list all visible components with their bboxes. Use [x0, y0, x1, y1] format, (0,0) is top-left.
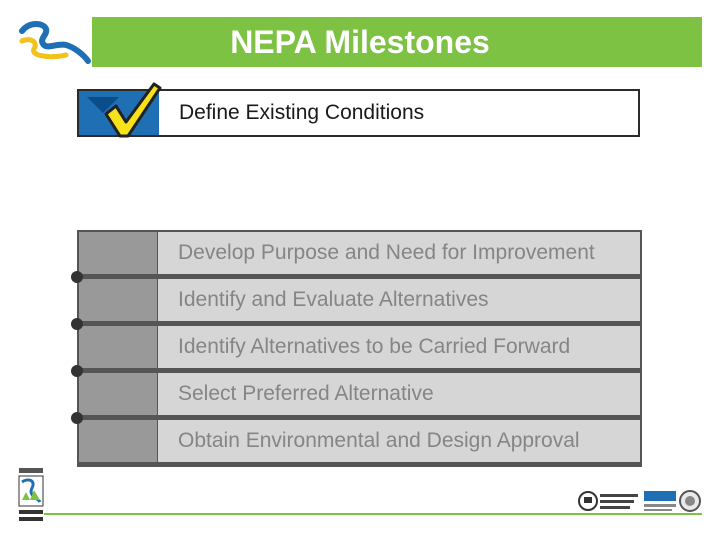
milestone-block [79, 420, 157, 462]
milestone-label: Select Preferred Alternative [178, 382, 434, 405]
milestone-row: Identify Alternatives to be Carried Forw… [77, 324, 642, 368]
milestone-label: Identify Alternatives to be Carried Forw… [178, 335, 571, 358]
footer-divider [18, 513, 702, 515]
milestone-label: Identify and Evaluate Alternatives [178, 288, 489, 311]
milestone-row: Obtain Environmental and Design Approval [77, 418, 642, 462]
page-title: NEPA Milestones [230, 24, 490, 60]
milestone-block [79, 232, 157, 274]
milestone-row: Select Preferred Alternative [77, 371, 642, 415]
active-milestone-label: Define Existing Conditions [179, 101, 425, 124]
milestone-bar [158, 420, 640, 462]
milestone-bar [158, 373, 640, 415]
connector-dot [71, 271, 83, 283]
milestone-block [79, 373, 157, 415]
project-logo-small [18, 466, 44, 524]
header-banner [18, 17, 702, 67]
connector-dot [71, 365, 83, 377]
milestone-bar [158, 279, 640, 321]
connector-dot [71, 318, 83, 330]
milestone-bar [158, 232, 640, 274]
connector-dot [71, 412, 83, 424]
agency-logos [578, 490, 701, 512]
milestone-label: Develop Purpose and Need for Improvement [178, 241, 595, 264]
milestone-label: Obtain Environmental and Design Approval [178, 429, 580, 452]
milestone-block [79, 326, 157, 368]
milestone-list: Develop Purpose and Need for Improvement… [77, 230, 642, 467]
project-logo [18, 17, 92, 67]
checkmark-icon [104, 82, 162, 138]
milestone-row: Develop Purpose and Need for Improvement [77, 230, 642, 274]
milestone-block [79, 279, 157, 321]
milestone-bar [158, 326, 640, 368]
milestone-row: Identify and Evaluate Alternatives [77, 277, 642, 321]
